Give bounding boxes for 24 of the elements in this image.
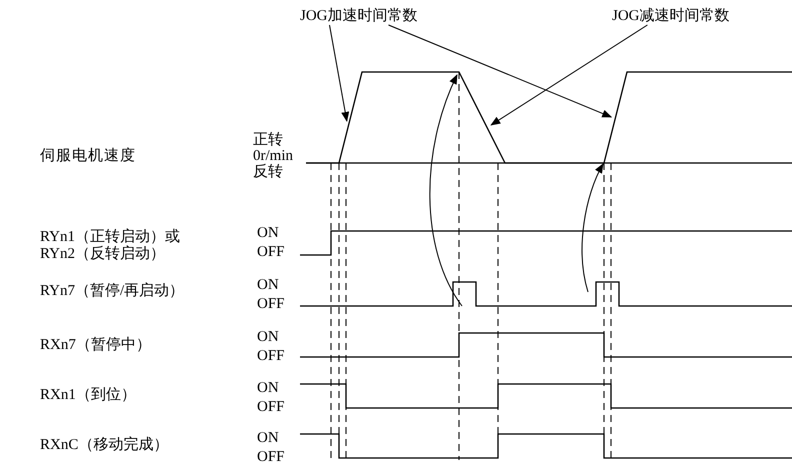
level-label: ON — [257, 430, 279, 447]
signal-name: 伺服电机速度 — [40, 147, 137, 165]
leader-arrow — [490, 24, 648, 126]
leader-arrow — [388, 24, 612, 118]
leader-arrow — [329, 24, 350, 122]
axis-label: 正转 — [253, 132, 283, 149]
level-label: ON — [257, 277, 279, 294]
signal-name: RXn1（到位） — [40, 387, 136, 404]
level-label: OFF — [257, 449, 285, 466]
signal-name: RYn1（正转启动）或 RYn2（反转启动） — [40, 229, 182, 263]
axis-label: 0r/min — [253, 148, 293, 164]
axis-label: 反转 — [253, 164, 283, 181]
level-label: ON — [257, 225, 279, 242]
signal-name: RYn7（暂停/再启动） — [40, 283, 184, 300]
annotation-text: JOG加速时间常数 — [300, 8, 418, 25]
signal-name: RXnC（移动完成） — [40, 437, 168, 454]
signal-name: RXn7（暂停中） — [40, 337, 151, 354]
level-label: OFF — [257, 296, 285, 313]
level-label: ON — [257, 329, 279, 346]
level-label: OFF — [257, 399, 285, 416]
level-label: ON — [257, 380, 279, 397]
annotation-text: JOG减速时间常数 — [612, 8, 730, 25]
level-label: OFF — [257, 244, 285, 261]
level-label: OFF — [257, 348, 285, 365]
